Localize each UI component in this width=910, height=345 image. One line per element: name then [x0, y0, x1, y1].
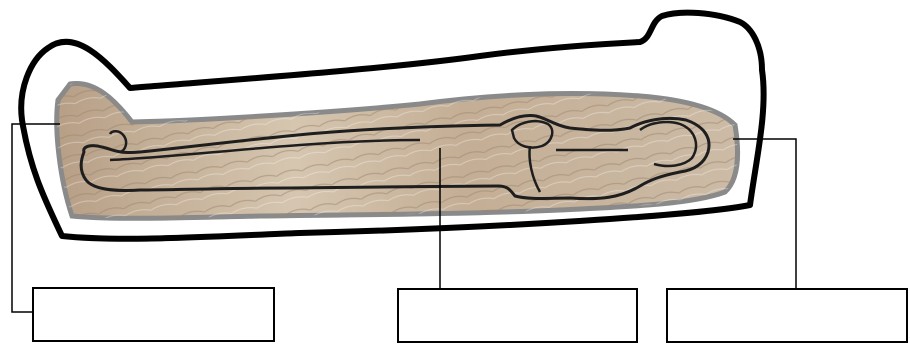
label-box-right[interactable] — [666, 288, 908, 343]
leader-line-right — [733, 139, 796, 288]
label-box-middle[interactable] — [397, 288, 638, 343]
label-box-left[interactable] — [32, 287, 275, 342]
